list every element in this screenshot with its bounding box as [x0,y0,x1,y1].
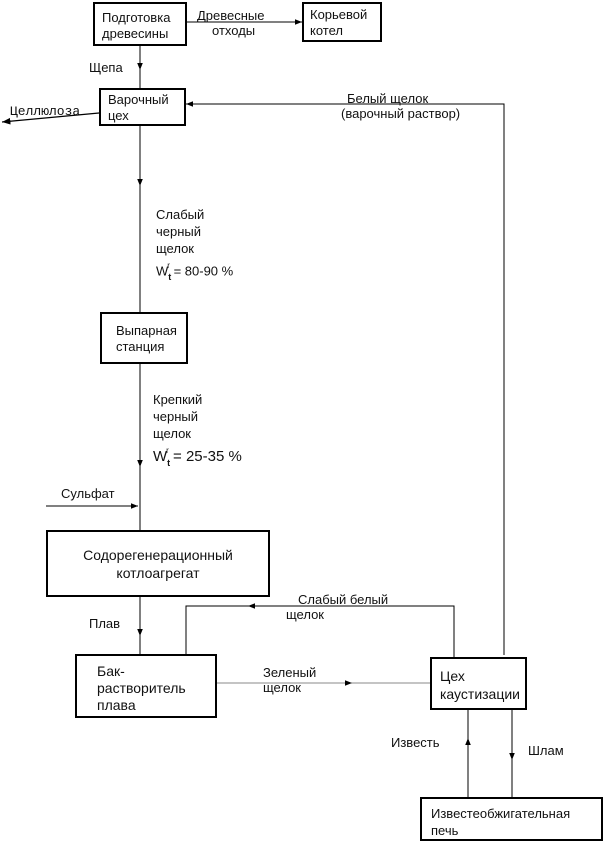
line-white-liquor [322,103,505,655]
node-evaporator: Выпарная станция [100,312,188,364]
moisture-strong: Wtr = 25-35 % [153,446,242,468]
node-bark-boiler: Корьевой котел [302,2,382,42]
node-digester: Варочный цех [99,88,186,126]
line-weak-white-liquor-down [185,605,250,654]
arrow-cellulose [1,112,100,125]
label-white-liquor: Белый щелок (варочный раствор) [341,91,461,121]
label-green-liquor: Зеленый щелок [263,665,317,695]
line-weak-white-liquor [250,605,455,657]
label-smelt: Плав [89,616,121,631]
label-weak-white-liquor: Слабый белый щелок [286,592,389,622]
label-chips: Щепа [89,60,123,75]
label-wood-waste: Древесные отходы [197,8,265,38]
label-sludge: Шлам [528,743,564,758]
label-weak-black-liquor: Слабый черный щелок Wtr = 80-90 % [156,206,233,285]
node-wood-preparation: Подготовка древесины [93,2,187,46]
label-sulfate: Сульфат [61,486,115,501]
node-lime-kiln: Известеобжигательная печь [420,797,603,841]
node-recovery-boiler: Содорегенерационный котлоагрегат [46,530,270,597]
node-smelt-dissolving-tank: Бак- растворитель плава [75,654,217,718]
moisture-weak: Wtr = 80-90 % [156,261,234,282]
label-strong-black-liquor: Крепкий черный щелок Wtr = 25-35 % [153,391,242,471]
node-causticizing: Цех каустизации [430,657,527,710]
label-cellulose: Целлюлоза [10,104,81,119]
label-lime: Известь [391,735,440,750]
